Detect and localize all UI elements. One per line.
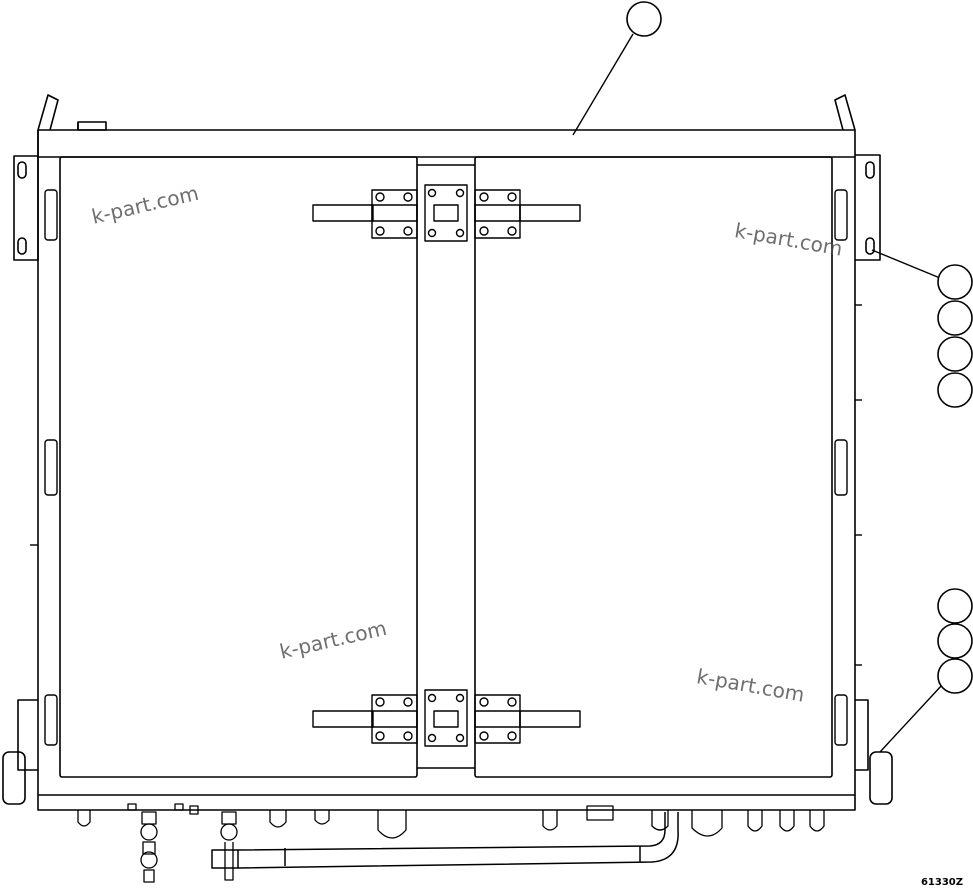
- figure-id: 61330Z: [920, 877, 963, 888]
- callout-balloon: [626, 1, 662, 37]
- bottom-fittings: [77, 803, 825, 883]
- latch-assembly-bottom: [312, 689, 581, 747]
- corner-rollers: [2, 751, 893, 805]
- callout-balloon: [937, 623, 973, 659]
- hose-line: [211, 812, 679, 869]
- center-strip: [417, 164, 475, 769]
- callout-balloon: [937, 336, 973, 372]
- bracket-holes: [17, 161, 875, 255]
- left-door: [59, 156, 418, 778]
- leader-lines: [572, 33, 943, 753]
- right-door: [474, 156, 833, 778]
- callout-balloon: [937, 300, 973, 336]
- side-hinges: [30, 189, 862, 746]
- latch-assembly-top: [312, 184, 581, 242]
- callout-balloon: [937, 658, 973, 694]
- callout-balloons: [626, 1, 973, 694]
- callout-balloon: [937, 264, 973, 300]
- callout-balloon: [937, 588, 973, 624]
- callout-balloon: [937, 372, 973, 408]
